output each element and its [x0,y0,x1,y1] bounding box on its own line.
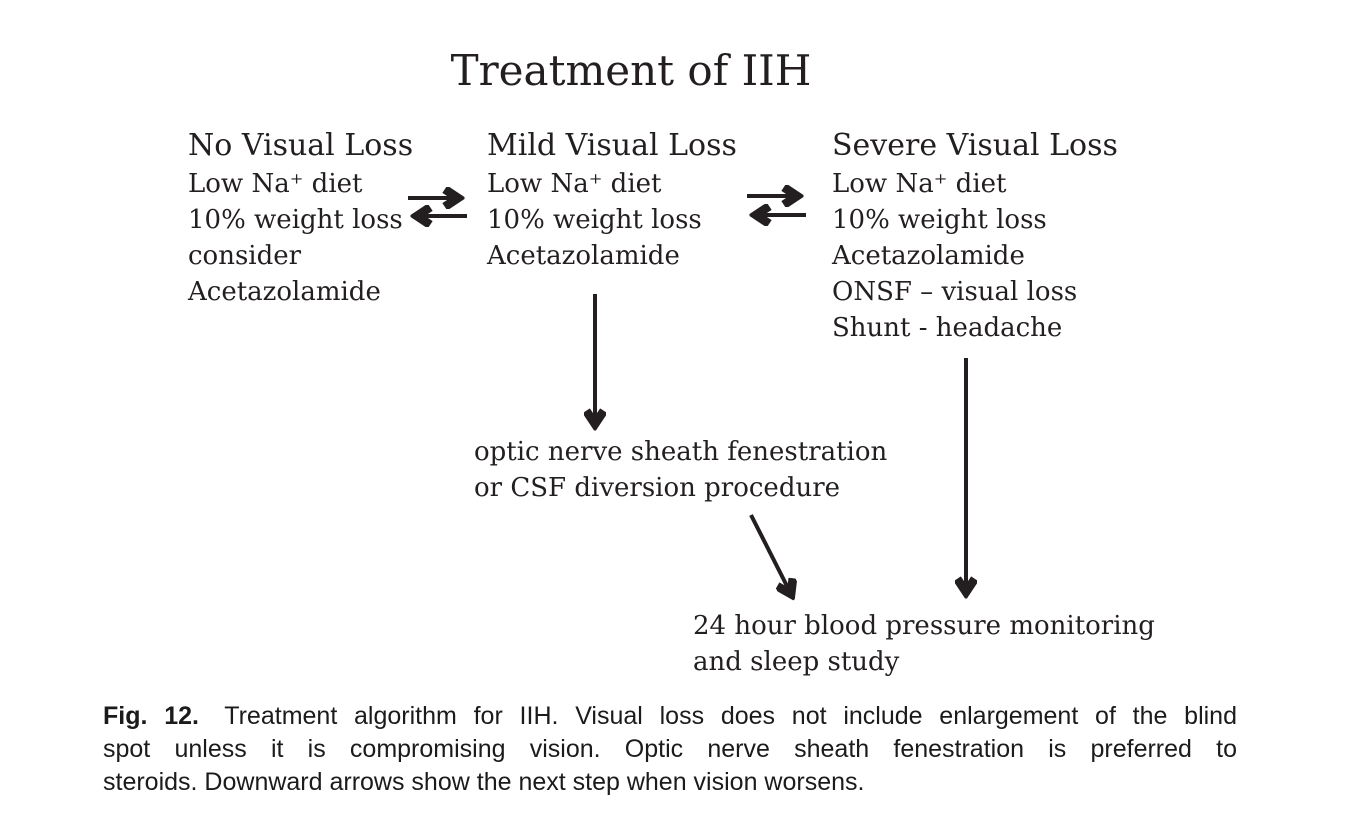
caption-text: Treatment algorithm for IIH. Visual loss… [224,702,1237,730]
column-item: 10% weight loss [487,205,702,235]
node-line: 24 hour blood pressure monitoring [693,611,1155,641]
column-item: ONSF – visual loss [832,277,1078,307]
node-line: optic nerve sheath fenestration [474,437,888,467]
column-item: 10% weight loss [188,205,403,235]
column-item: Acetazolamide [188,277,381,307]
column-item: Shunt - headache [832,313,1063,343]
node-onsf-csf-diversion: optic nerve sheath fenestration or CSF d… [474,434,887,506]
caption-line-1: Fig. 12. Treatment algorithm for IIH. Vi… [103,700,1237,733]
exchange-arrow-mild-severe [747,196,806,215]
column-item: consider [188,241,302,271]
node-line: and sleep study [693,647,900,677]
caption-line-2: spot unless it is compromising vision. O… [103,735,1237,763]
node-line: or CSF diversion procedure [474,473,841,503]
diagonal-arrow-onsf-to-monitoring [749,514,791,594]
column-item: Low Na⁺ diet [487,169,662,199]
column-heading: No Visual Loss [188,128,414,163]
column-no-visual-loss: No Visual Loss Low Na⁺ diet 10% weight l… [188,125,413,310]
column-item: Acetazolamide [487,241,680,271]
exchange-arrow-no-mild [408,198,467,216]
figure-title: Treatment of IIH [450,46,812,95]
node-bp-monitoring-sleep-study: 24 hour blood pressure monitoring and sl… [693,608,1155,680]
column-heading: Severe Visual Loss [832,128,1118,163]
column-item: Low Na⁺ diet [188,169,363,199]
column-heading: Mild Visual Loss [487,128,737,163]
figure-caption: Fig. 12. Treatment algorithm for IIH. Vi… [103,700,1237,799]
column-severe-visual-loss: Severe Visual Loss Low Na⁺ diet 10% weig… [832,125,1118,346]
column-item: Low Na⁺ diet [832,169,1007,199]
column-item: 10% weight loss [832,205,1047,235]
column-mild-visual-loss: Mild Visual Loss Low Na⁺ diet 10% weight… [487,125,737,274]
caption-line-3: steroids. Downward arrows show the next … [103,768,865,796]
caption-figure-label: Fig. 12. [103,702,199,730]
column-item: Acetazolamide [832,241,1025,271]
